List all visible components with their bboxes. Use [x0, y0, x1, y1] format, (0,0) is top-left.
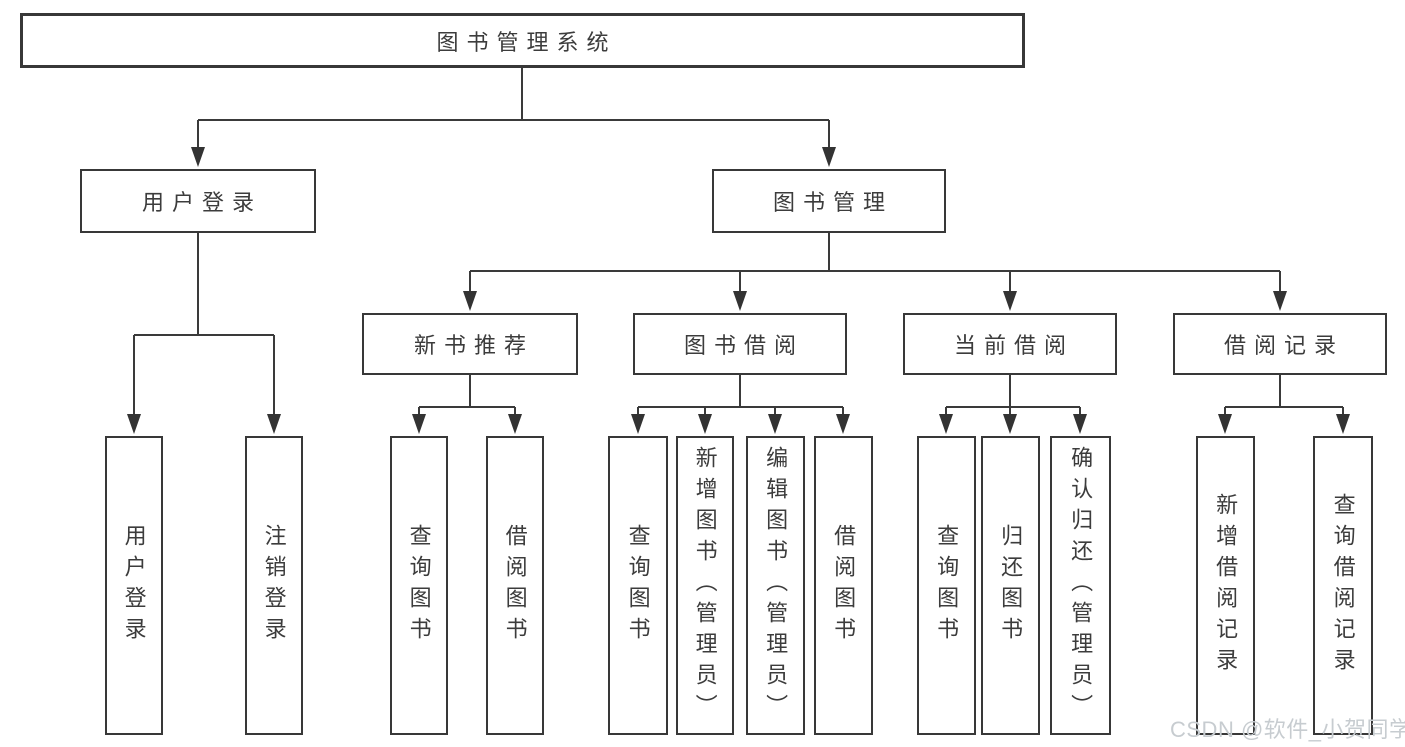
node-current-borrowing: 当前借阅: [903, 313, 1117, 375]
node-label: 查询图书: [934, 523, 960, 648]
leaf-query-books-borrowing: 查询图书: [608, 436, 668, 735]
node-label: 查询图书: [625, 523, 651, 648]
node-borrowing-records: 借阅记录: [1173, 313, 1387, 375]
node-library-management-system: 图书管理系统: [20, 13, 1025, 68]
leaf-query-borrow-record: 查询借阅记录: [1313, 436, 1373, 735]
node-label: 归还图书: [998, 523, 1024, 648]
leaf-borrow-books-recommend: 借阅图书: [486, 436, 544, 735]
node-label: 借阅记录: [1223, 333, 1344, 358]
leaf-add-borrow-record: 新增借阅记录: [1196, 436, 1255, 735]
leaf-query-books-recommend: 查询图书: [390, 436, 448, 735]
leaf-user-login: 用户登录: [105, 436, 163, 735]
node-label: 新增借阅记录: [1213, 492, 1239, 679]
leaf-return-books: 归还图书: [981, 436, 1040, 735]
node-label: 查询借阅记录: [1330, 492, 1356, 679]
arrowheads: [127, 147, 1350, 434]
node-label: 图书借阅: [683, 333, 804, 358]
node-label: 借阅图书: [831, 523, 857, 648]
node-label: 新增图书（管理员）: [692, 446, 718, 725]
node-label: 编辑图书（管理员）: [763, 446, 789, 725]
leaf-confirm-return-admin: 确认归还（管理员）: [1050, 436, 1111, 735]
leaf-borrow-books: 借阅图书: [814, 436, 873, 735]
node-label: 查询图书: [406, 523, 432, 648]
node-book-management: 图书管理: [712, 169, 946, 233]
node-label: 借阅图书: [502, 523, 528, 648]
node-label: 图书管理系统: [436, 29, 617, 55]
leaf-query-books-current: 查询图书: [917, 436, 976, 735]
node-book-borrowing: 图书借阅: [633, 313, 847, 375]
node-label: 用户登录: [141, 190, 262, 215]
node-label: 用户登录: [121, 523, 147, 648]
node-label: 新书推荐: [413, 333, 534, 358]
node-label: 注销登录: [261, 523, 287, 648]
node-label: 图书管理: [772, 190, 893, 215]
leaf-logout: 注销登录: [245, 436, 303, 735]
csdn-watermark: CSDN @软件_小贺同学: [1170, 717, 1405, 742]
node-label: 当前借阅: [953, 333, 1074, 358]
leaf-edit-books-admin: 编辑图书（管理员）: [746, 436, 805, 735]
node-new-book-recommendation: 新书推荐: [362, 313, 578, 375]
leaf-add-books-admin: 新增图书（管理员）: [676, 436, 734, 735]
node-label: 确认归还（管理员）: [1068, 446, 1094, 725]
node-user-login: 用户登录: [80, 169, 316, 233]
